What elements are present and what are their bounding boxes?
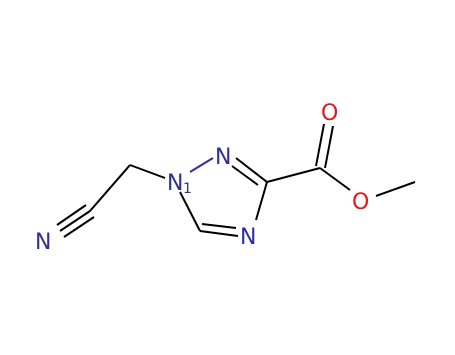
atom-n-nitrile: N	[35, 230, 51, 255]
bond-c3-to-carbonyl-c	[266, 167, 321, 183]
bond-carbonyl-double-2	[324, 125, 334, 169]
bond-n4-c5	[199, 230, 239, 237]
bond-n2-c3	[235, 157, 268, 183]
atom-o-ester: O	[352, 190, 369, 215]
bond-c5-n1	[179, 191, 201, 232]
atom-n4-ring: N	[240, 225, 256, 250]
bond-ester-o-to-methyl	[375, 181, 416, 197]
bond-carbonyl-double-1	[315, 123, 325, 167]
atom-n2-ring: N	[215, 145, 231, 170]
atom-n1-locant: 1	[183, 181, 192, 197]
bond-n4-c5-inner	[201, 223, 237, 229]
bond-n1-n2	[189, 157, 214, 173]
bond-c-to-ester-o	[319, 167, 351, 191]
bond-n2-c3-inner	[231, 165, 259, 186]
bond-c3-n4	[255, 181, 268, 221]
atom-n1-ring: N	[167, 171, 183, 196]
bond-cn-to-ch2	[89, 164, 131, 212]
nitrile-triple-bond	[56, 204, 95, 238]
bond-ch2-to-n1	[129, 164, 166, 179]
atom-o-carbonyl: O	[321, 101, 338, 126]
